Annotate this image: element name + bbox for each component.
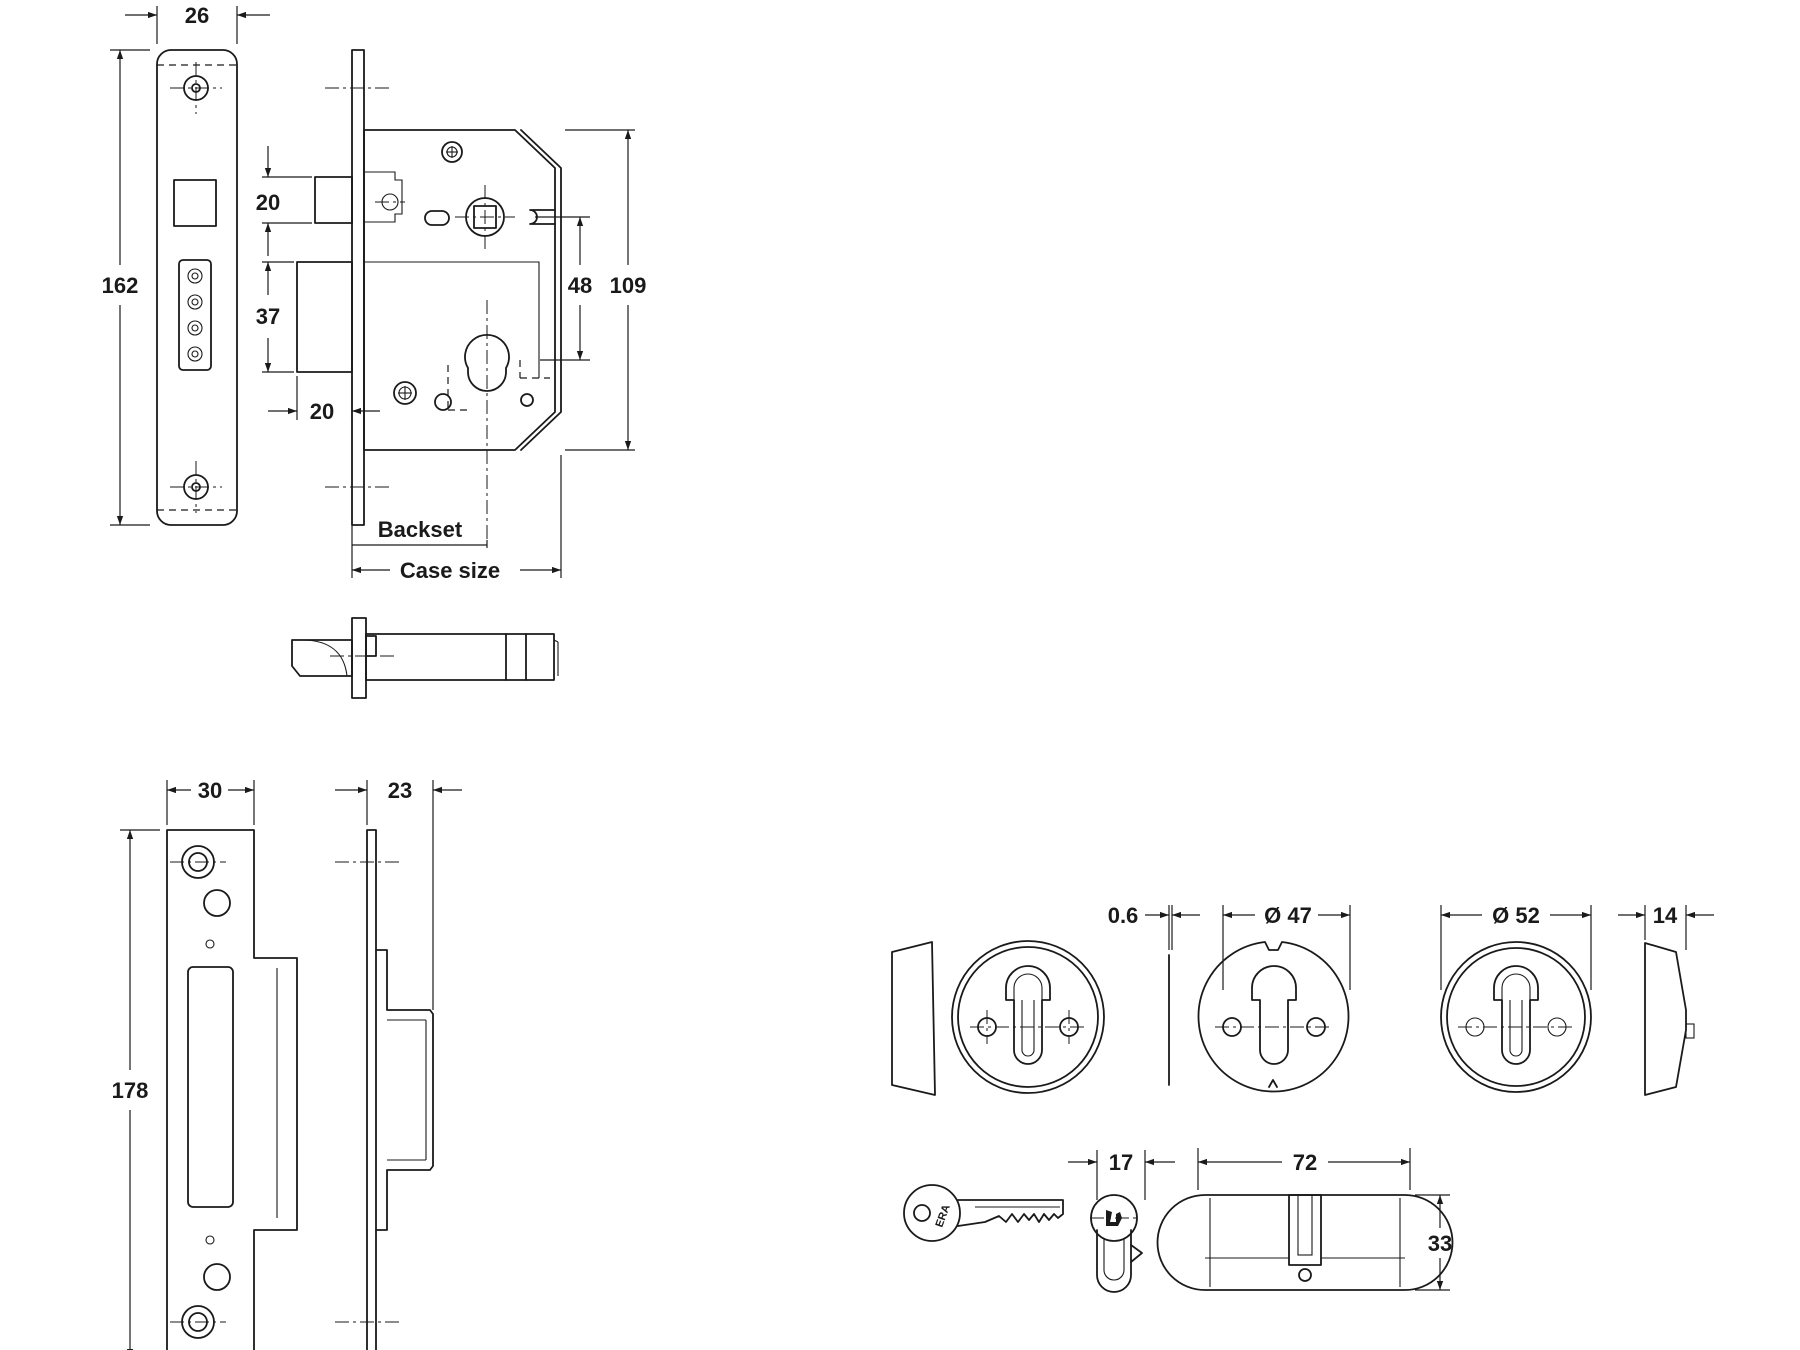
dim-keep-height: 178 (112, 829, 160, 1350)
dim-label-0-6: 0.6 (1108, 903, 1139, 928)
dim-label-case-size: Case size (400, 558, 500, 583)
dim-label-14: 14 (1653, 903, 1678, 928)
key-brand-logo: ERA (934, 1203, 953, 1229)
strike-plate-side-view (335, 829, 434, 1350)
key-icon: ERA (903, 1184, 1064, 1242)
dim-cylinder-length: 72 (1197, 1148, 1411, 1190)
latch-bolt (314, 176, 353, 224)
cylinder-cutout (464, 334, 510, 392)
dim-label-33: 33 (1428, 1231, 1452, 1256)
case-screw-bottom (393, 381, 417, 405)
dim-centres: 48 (535, 216, 592, 361)
dim-label-20-throw: 20 (310, 399, 334, 424)
dim-label-20-latch: 20 (256, 190, 280, 215)
faceplate-front-view (156, 49, 238, 526)
strike-bolt-opening (187, 966, 234, 1208)
dim-faceplate-width: 26 (125, 3, 270, 44)
dim-backset: Backset (351, 455, 562, 578)
dim-deadbolt-throw: 20 (268, 376, 380, 424)
dim-label-72: 72 (1293, 1150, 1317, 1175)
dim-cam-width: 17 (1068, 1150, 1175, 1200)
lock-case-plan-view (291, 617, 559, 699)
dim-rose-47: Ø 47 (1222, 903, 1351, 990)
strike-screw-hole-top (170, 845, 226, 879)
rose-plate-47 (1197, 941, 1350, 1093)
faceplate-screw-hole-bottom (170, 461, 222, 513)
latch-opening (173, 179, 217, 227)
strike-plate-front-view (166, 829, 298, 1350)
case-screw-top (441, 141, 463, 163)
dim-label-109: 109 (610, 273, 647, 298)
dim-latch-height: 20 (256, 146, 312, 256)
dim-rose-depth: 14 (1618, 903, 1714, 950)
escutcheon-side-profile-right (1644, 942, 1695, 1096)
dim-case-height: 109 (565, 129, 647, 451)
dim-label-26: 26 (185, 3, 209, 28)
follower-spindle (455, 185, 515, 250)
euro-cylinder-side-view (1156, 1194, 1454, 1291)
dim-label-162: 162 (102, 273, 139, 298)
dim-label-17: 17 (1109, 1150, 1133, 1175)
dim-cylinder-height: 33 (1415, 1194, 1452, 1291)
fixing-slot (424, 210, 450, 226)
dim-label-37: 37 (256, 304, 280, 329)
dim-label-178: 178 (112, 1078, 149, 1103)
deadbolt-face (178, 259, 212, 371)
dim-case-size: Case size (352, 558, 561, 583)
dim-label-23: 23 (388, 778, 412, 803)
faceplate-screw-hole-top (170, 62, 222, 114)
strike-screw-hole-bottom (170, 1305, 226, 1339)
dim-keep-width: 30 (166, 778, 255, 825)
rose-plate-52 (1440, 941, 1592, 1093)
dim-deadbolt-height: 37 (256, 261, 294, 373)
case-body (363, 129, 556, 451)
thin-plate-edge: 0.6 (1108, 903, 1200, 1086)
escutcheon-rose-front (951, 940, 1105, 1094)
dim-label-30: 30 (198, 778, 222, 803)
dim-label-d52: Ø 52 (1492, 903, 1540, 928)
dim-label-d47: Ø 47 (1264, 903, 1312, 928)
dim-keep-depth: 23 (335, 778, 462, 1010)
dim-rose-52: Ø 52 (1440, 903, 1592, 990)
dim-faceplate-height: 162 (102, 49, 150, 526)
lock-case-side-view (296, 49, 562, 540)
dim-label-backset: Backset (378, 517, 463, 542)
cylinder-end-view (1090, 1194, 1143, 1293)
deadbolt (296, 261, 353, 373)
dim-label-48: 48 (568, 273, 592, 298)
escutcheon-side-profile-left (891, 941, 936, 1096)
